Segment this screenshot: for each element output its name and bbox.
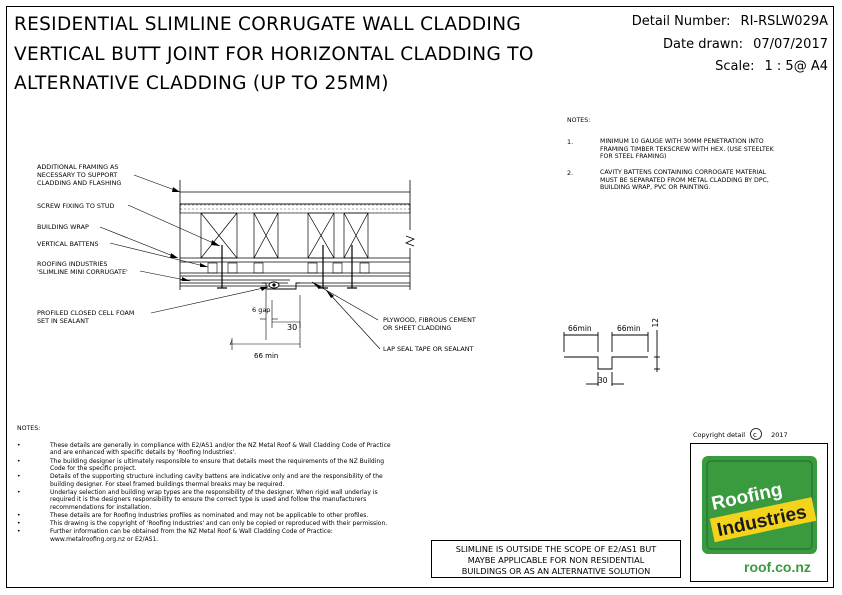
note-bullet-text: building designer. For steel framed buil…: [50, 480, 285, 488]
notes-bottom-heading: NOTES:: [17, 425, 41, 432]
title-line-3: ALTERNATIVE CLADDING (UP TO 25MM): [14, 73, 389, 94]
note-1-text: MINIMUM 10 GAUGE WITH 30mm PENETRATION I…: [600, 138, 774, 161]
note-bullet-text: Details of the supporting structure incl…: [50, 473, 383, 481]
note-bullet-text: These details are for Roofing Industries…: [50, 511, 369, 519]
note-bullet-text: Further information can be obtained from…: [50, 528, 333, 536]
callout-building-wrap: BUILDING WRAP: [37, 223, 89, 231]
note-bullet-text: These details are generally in complianc…: [50, 442, 391, 449]
scale-value: 1 : 5@ A4: [764, 59, 828, 74]
dim-profile-left: 66min: [568, 324, 592, 333]
butt-joint: [262, 281, 300, 290]
callout-arrowheads: [170, 187, 268, 291]
detail-number-value: RI-RSLW029A: [740, 14, 828, 29]
note-bullet-icon: •: [17, 457, 21, 465]
notes-top-heading: NOTES:: [567, 117, 591, 124]
callout-screw-fixing: SCREW FIXING TO STUD: [37, 202, 115, 210]
logo-url: roof.co.nz: [744, 559, 811, 575]
scope-notice: SLIMLINE IS OUTSIDE THE SCOPE OF E2/AS1 …: [431, 540, 681, 578]
note-2-num: 2.: [567, 169, 574, 177]
dim-profile-width: 30: [598, 376, 608, 385]
note-bullet-text: and are enhanced with specific details b…: [50, 449, 237, 457]
callout-leaders-left: [99, 174, 269, 314]
logo-box: [690, 443, 828, 582]
callout-arrowheads-right: [312, 282, 334, 298]
date-value: 07/07/2017: [753, 37, 828, 52]
title-line-2: VERTICAL BUTT JOINT FOR HORIZONTAL CLADD…: [14, 44, 534, 65]
frame-lines: [179, 180, 411, 290]
note-bullet-icon: •: [17, 442, 21, 449]
callout-plywood: PLYWOOD, FIBROUS CEMENT OR SHEET CLADDIN…: [383, 316, 476, 332]
note-bullet-text: Code for the specific project.: [50, 465, 137, 472]
note-bullet-icon: •: [17, 473, 21, 481]
plywood-cladding: [179, 203, 411, 214]
callout-foam: PROFILED CLOSED CELL FOAM SET IN SEALANT: [37, 309, 135, 325]
drawing-frame: [6, 6, 834, 588]
note-2-text: CAVITY BATTENS CONTAINING CORROGATE MATE…: [600, 169, 769, 192]
dim-profile-right: 66min: [617, 324, 641, 333]
note-1-num: 1.: [567, 138, 574, 146]
note-bullet-text: The building designer is ultimately resp…: [50, 457, 385, 465]
dimension-lines: [229, 290, 301, 350]
callout-roofing-industries: ROOFING INDUSTRIES 'SLIMLINE MINI CORRUG…: [37, 260, 128, 276]
note-bullet-text: required it is the designers responsibil…: [50, 496, 367, 504]
dim-66-min: 66 min: [254, 352, 279, 360]
scale-label: Scale:: [715, 59, 755, 74]
note-bullet-text: www.metalroofing.org.nz or E2/AS1.: [50, 535, 159, 543]
note-bullet-icon: •: [17, 488, 21, 496]
copyright-symbol-icon: c: [750, 428, 762, 440]
note-bullet-text: This drawing is the copyright of 'Roofin…: [50, 520, 388, 527]
title-line-1: RESIDENTIAL SLIMLINE CORRUGATE WALL CLAD…: [14, 14, 521, 35]
screws: [217, 245, 357, 289]
dim-30: 30: [287, 323, 298, 332]
note-bullet-text: recommendations for installation.: [50, 503, 152, 511]
break-symbol: [405, 235, 415, 247]
svg-text:c: c: [753, 431, 757, 439]
scale: Scale: 1 : 5@ A4: [715, 58, 828, 76]
callout-leaders-right: [311, 281, 381, 350]
note-bullet-icon: •: [17, 528, 21, 536]
profile-detail: [563, 330, 660, 386]
dim-profile-depth: 12: [651, 317, 661, 328]
callout-vertical-battens: VERTICAL BATTENS: [37, 240, 99, 248]
date-label: Date drawn:: [663, 37, 744, 52]
callout-additional-framing: ADDITIONAL FRAMING AS NECESSARY TO SUPPO…: [37, 163, 122, 187]
note-bullet-text: Underlay selection and building wrap typ…: [50, 488, 378, 496]
dim-gap: 6 gap: [252, 306, 271, 314]
roofing-industries-logo: Roofing Industries roof.co.nz: [702, 456, 817, 575]
date-drawn: Date drawn: 07/07/2017: [663, 36, 828, 54]
detail-number: Detail Number: RI-RSLW029A: [632, 13, 828, 31]
vertical-battens: [207, 262, 370, 274]
callout-lap-seal: LAP SEAL TAPE OR SEALANT: [383, 345, 474, 353]
detail-number-label: Detail Number:: [631, 14, 731, 29]
note-bullet-icon: •: [17, 520, 21, 527]
framing-studs: [200, 212, 369, 259]
note-bullet-icon: •: [17, 511, 21, 519]
